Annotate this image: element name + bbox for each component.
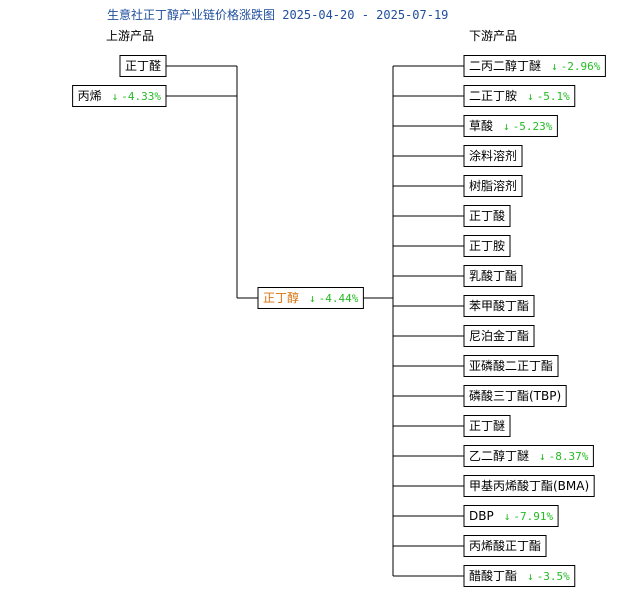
downstream-node-label: 涂料溶剂 (469, 148, 517, 163)
downstream-node[interactable]: 苯甲酸丁酯 (463, 295, 535, 317)
downstream-node-label: 乙二醇丁醚 (469, 448, 529, 463)
downstream-node-change: -2.96% (561, 60, 601, 73)
down-arrow-icon: ↓ (503, 120, 510, 133)
downstream-node[interactable]: 甲基丙烯酸丁酯(BMA) (463, 475, 595, 497)
downstream-node-change: -7.91% (513, 510, 553, 523)
downstream-node-label: 正丁醚 (469, 419, 505, 433)
downstream-node[interactable]: 正丁酸 (463, 205, 511, 227)
downstream-node[interactable]: 亚磷酸二正丁酯 (463, 355, 559, 377)
downstream-node-box (463, 235, 511, 257)
upstream-node-change: -4.33% (121, 90, 161, 103)
downstream-node-change: -5.1% (537, 90, 570, 103)
downstream-node[interactable]: 正丁醚 (463, 415, 511, 437)
downstream-node-label: 正丁酸 (469, 208, 505, 223)
downstream-node[interactable]: 正丁胺 (463, 235, 511, 257)
downstream-node-box (463, 175, 523, 197)
upstream-node-label: 丙烯 (78, 89, 102, 103)
downstream-node-label: 磷酸三丁酯(TBP) (469, 388, 561, 403)
downstream-node[interactable]: 树脂溶剂 (463, 175, 523, 197)
downstream-node-box (463, 85, 576, 107)
upstream-heading: 上游产品 (106, 29, 154, 43)
down-arrow-icon: ↓ (551, 60, 558, 73)
downstream-node[interactable]: 涂料溶剂 (463, 145, 523, 167)
downstream-node-box (463, 115, 558, 137)
upstream-node[interactable]: 正丁醛 (119, 55, 167, 77)
downstream-node-label: DBP (469, 509, 494, 523)
center-node-change: -4.44% (319, 292, 359, 305)
downstream-node[interactable]: 草酸 -5.23%↓ (463, 115, 558, 137)
downstream-node-box (463, 265, 523, 287)
downstream-node-label: 甲基丙烯酸丁酯(BMA) (469, 478, 589, 493)
downstream-node-label: 二丙二醇丁醚 (469, 58, 541, 73)
downstream-node-box (463, 505, 559, 527)
downstream-node-box (463, 475, 595, 497)
down-arrow-icon: ↓ (527, 90, 534, 103)
center-node-label: 正丁醇 (263, 290, 299, 305)
downstream-node-label: 苯甲酸丁酯 (469, 298, 529, 313)
downstream-node-label: 二正丁胺 (469, 89, 517, 103)
downstream-node-box (463, 565, 576, 587)
downstream-node-label: 正丁胺 (469, 239, 505, 253)
downstream-node-box (463, 535, 547, 557)
downstream-node-label: 醋酸丁酯 (469, 568, 517, 583)
down-arrow-icon: ↓ (504, 510, 511, 523)
downstream-node-box (463, 385, 567, 407)
downstream-node-change: -5.23% (513, 120, 553, 133)
downstream-node-label: 丙烯酸正丁酯 (469, 538, 541, 553)
downstream-node[interactable]: DBP -7.91%↓ (463, 505, 559, 527)
upstream-node-label: 正丁醛 (125, 58, 161, 73)
downstream-node-label: 亚磷酸二正丁酯 (469, 358, 553, 373)
downstream-node-change: -3.5% (537, 570, 570, 583)
downstream-node-label: 尼泊金丁酯 (469, 328, 529, 343)
downstream-node-label: 树脂溶剂 (469, 178, 517, 193)
downstream-node-box (463, 445, 594, 467)
downstream-node-box (463, 415, 511, 437)
downstream-node[interactable]: 二丙二醇丁醚 -2.96%↓ (463, 55, 606, 77)
downstream-node[interactable]: 磷酸三丁酯(TBP) (463, 385, 567, 407)
center-node[interactable]: 正丁醇 -4.44%↓ (257, 287, 364, 309)
down-arrow-icon: ↓ (309, 292, 316, 305)
downstream-node[interactable]: 二正丁胺 -5.1%↓ (463, 85, 576, 107)
chart-title: 生意社正丁醇产业链价格涨跌图 2025-04-20 - 2025-07-19 (107, 7, 448, 22)
downstream-heading: 下游产品 (469, 29, 517, 43)
downstream-node-box (463, 205, 511, 227)
downstream-node[interactable]: 乳酸丁酯 (463, 265, 523, 287)
downstream-node[interactable]: 尼泊金丁酯 (463, 325, 535, 347)
downstream-node-box (463, 145, 523, 167)
downstream-node-label: 乳酸丁酯 (469, 268, 517, 283)
downstream-node-box (463, 55, 606, 77)
down-arrow-icon: ↓ (539, 450, 546, 463)
downstream-node-box (463, 355, 559, 377)
upstream-node[interactable]: 丙烯 -4.33%↓ (72, 85, 167, 107)
upstream-node-box (72, 85, 167, 107)
downstream-node-change: -8.37% (549, 450, 589, 463)
center-node-box (257, 287, 364, 309)
down-arrow-icon: ↓ (112, 90, 119, 103)
connector-lines (166, 65, 464, 577)
downstream-node[interactable]: 丙烯酸正丁酯 (463, 535, 547, 557)
downstream-node[interactable]: 乙二醇丁醚 -8.37%↓ (463, 445, 594, 467)
down-arrow-icon: ↓ (527, 570, 534, 583)
upstream-node-box (119, 55, 167, 77)
downstream-node[interactable]: 醋酸丁酯 -3.5%↓ (463, 565, 576, 587)
downstream-node-label: 草酸 (469, 118, 493, 133)
downstream-node-box (463, 325, 535, 347)
product-nodes: 正丁醛丙烯-4.33%↓正丁醇-4.44%↓二丙二醇丁醚-2.96%↓二正丁胺-… (72, 55, 606, 587)
downstream-node-box (463, 295, 535, 317)
